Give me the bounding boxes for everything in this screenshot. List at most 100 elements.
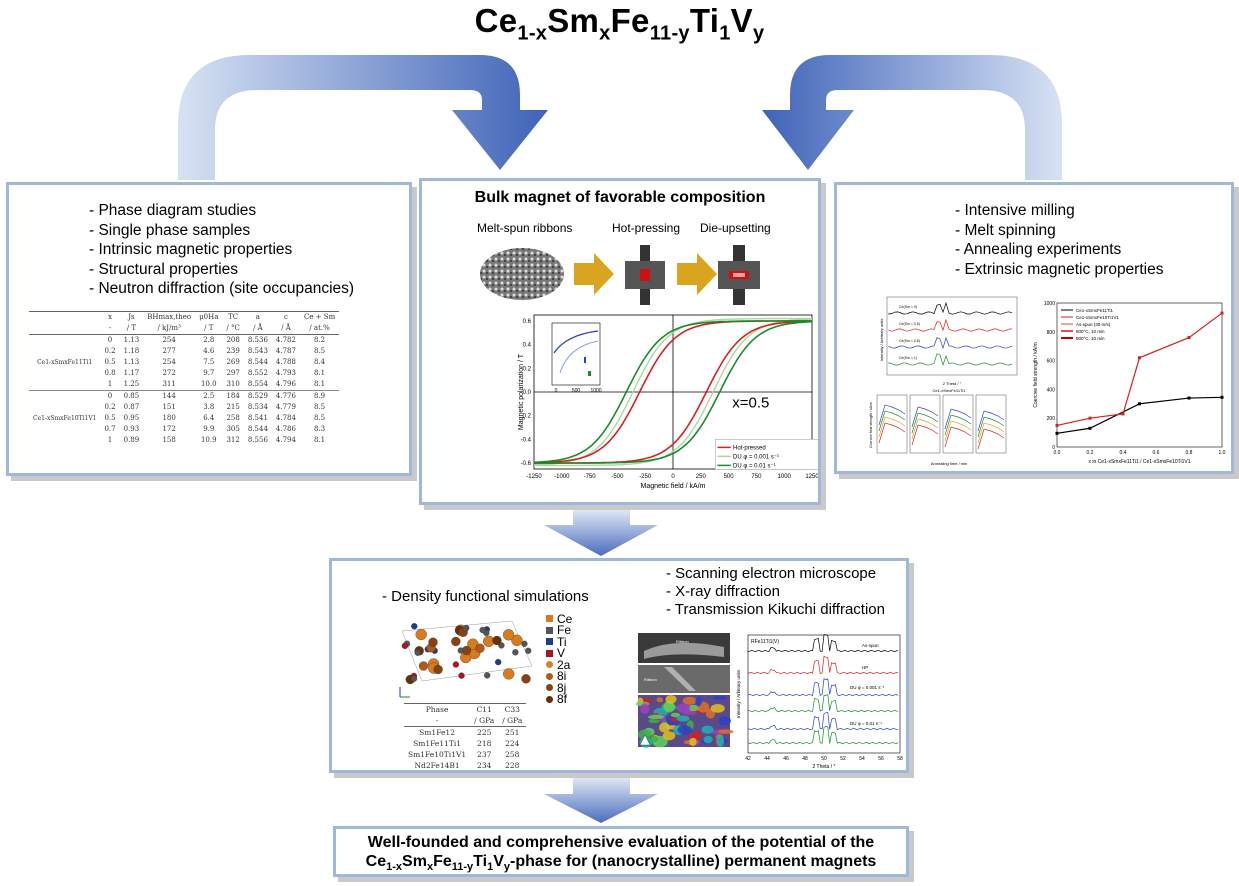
table-cell: 8.544	[247, 358, 268, 366]
table-cell: 1.17	[123, 369, 140, 377]
ribbons-image	[480, 248, 564, 300]
sem-ribbon-shape	[644, 642, 724, 659]
table-header-unit: / °C	[222, 323, 244, 335]
x-tick-label: 56	[878, 756, 884, 762]
down-arrow-middle	[544, 510, 658, 556]
table-cell: 172	[162, 425, 176, 433]
inset-marker	[584, 357, 586, 363]
series-fe11ti1-marker	[1055, 431, 1059, 435]
xrd-pattern	[747, 726, 899, 745]
right-panel: Intensive milling Melt spinning Annealin…	[834, 182, 1234, 474]
legend-entry: As-spun (30 m/s)	[1076, 322, 1111, 327]
y-tick-label: 800	[1047, 330, 1056, 336]
table-cell: 4.793	[275, 369, 296, 377]
legend-entry: DU φ = 0.001 s⁻¹	[733, 454, 779, 460]
x-tick-label: 44	[764, 756, 770, 762]
grain	[689, 737, 697, 747]
series-fe10ti1v1-marker	[1138, 356, 1141, 360]
left-bullets: Phase diagram studies Single phase sampl…	[89, 201, 354, 299]
table-cell: 8.552	[247, 369, 268, 377]
anneal-series-line	[977, 410, 1005, 432]
table-header: c	[283, 313, 288, 321]
anneal-series-line	[878, 404, 906, 426]
grain	[639, 703, 650, 714]
table-cell: 277	[162, 347, 176, 355]
xrd-thumb-pattern	[888, 318, 1013, 332]
sem-label: Ribbon	[676, 639, 689, 644]
atom-legend-label: 8f	[557, 692, 568, 707]
anneal-series-line	[878, 416, 906, 438]
table-cell: 272	[162, 369, 176, 377]
series-fe10ti1v1-marker	[1121, 412, 1125, 416]
anneal-series-line	[977, 428, 1005, 450]
inset-tick-label: 0	[555, 388, 558, 394]
table-header	[29, 312, 100, 324]
center-panel: Bulk magnet of favorable composition Mel…	[419, 178, 821, 505]
xrd-thumb-frame	[886, 296, 1018, 376]
group-label: Ce1-xSmxFe10Ti1V1	[33, 415, 97, 422]
table-header: μ0Ha	[199, 313, 219, 321]
table-cell: 312	[226, 436, 240, 444]
dft-bullet: Density functional simulations	[382, 587, 589, 607]
bullet-item: Neutron diffraction (site occupancies)	[89, 279, 354, 299]
grain	[688, 733, 696, 739]
table-cell: 2.5	[203, 392, 215, 400]
table-cell: 0.95	[123, 414, 140, 422]
group-label-spacer	[29, 435, 100, 446]
table-cell: 6.4	[203, 414, 215, 422]
atom-legend-label: 8j	[557, 680, 567, 695]
table-cell: 0.2	[104, 403, 116, 411]
x-tick-label: -500	[611, 474, 624, 480]
x-tick-label: 0.2	[1087, 450, 1094, 456]
table-cell: 8.5	[314, 403, 326, 411]
x-tick-label: 42	[745, 756, 751, 762]
table-header-unit: / T	[119, 323, 144, 335]
x-tick-label: 0	[671, 474, 675, 480]
table-cell: 237	[477, 750, 492, 759]
y-tick-label: -0.4	[521, 437, 532, 443]
x-tick-label: 46	[783, 756, 789, 762]
table-cell: 311	[143, 379, 196, 391]
table-header-unit: / T	[195, 323, 223, 335]
table-header: TC	[228, 313, 239, 321]
inset-curve	[553, 330, 599, 354]
y-tick-label: 1000	[1044, 301, 1055, 307]
anneal-subplot-frame	[942, 394, 974, 454]
x-tick-label: 50	[821, 756, 827, 762]
atom	[525, 647, 532, 654]
anneal-series-line	[977, 422, 1005, 444]
anneal-series-line	[911, 412, 939, 434]
table-header-unit: / GPa	[498, 715, 527, 727]
bullet-item: Density functional simulations	[382, 587, 589, 607]
table-header: BHmax,theo	[147, 313, 192, 321]
xrd-thumb-pattern	[888, 301, 1013, 315]
table-cell: 0	[107, 392, 113, 400]
atom	[484, 672, 491, 679]
table-cell: 8.543	[247, 347, 268, 355]
table-cell: 208	[226, 336, 240, 344]
grain	[686, 704, 701, 712]
table-cell: 225	[477, 728, 492, 737]
sem-label: Ribbon	[644, 677, 657, 682]
table-cell: 305	[226, 425, 240, 433]
table-cell: 0.5	[104, 414, 116, 422]
table-cell: 9.9	[203, 425, 215, 433]
bullet-item: Phase diagram studies	[89, 201, 354, 221]
coercivity-frame	[1056, 302, 1223, 448]
xrd-thumb-pattern	[888, 353, 1013, 367]
x-axis-label: 2 Theta / °	[812, 764, 835, 770]
table-cell: 0.5	[104, 358, 116, 366]
atom-legend-label: 8i	[557, 669, 567, 684]
table-header: x	[108, 313, 113, 321]
table-header: Ce + Sm	[303, 313, 336, 321]
xrd-thumb-ylabel: Intensity / Arbitrary units	[879, 319, 884, 362]
y-tick-label: -0.2	[521, 414, 532, 420]
x-tick-label: 250	[696, 474, 707, 480]
xrd-title: RFe11Ti1(V)	[751, 639, 779, 645]
group-label-spacer	[29, 368, 100, 379]
